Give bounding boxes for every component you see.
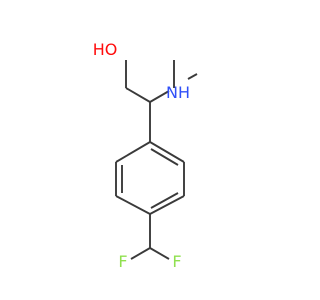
structure-canvas: HO NH F F [92, 40, 198, 271]
ring-bond-4 [115, 195, 151, 215]
molecule-drawing: HO NH F F [93, 40, 198, 271]
bond-ch2-ch [125, 87, 151, 103]
bond-c-f-left [130, 247, 151, 260]
bond-ch-n [149, 90, 170, 103]
bond-c-f-right [149, 247, 170, 260]
ring-bond-6 [115, 141, 151, 163]
atom-labels: HO NH F F [93, 40, 190, 271]
hydroxyl-label: HO [93, 40, 118, 59]
bonds [115, 60, 198, 260]
ring-double-bond-1 [150, 148, 179, 166]
fluorine-left-label: F [118, 252, 127, 271]
ring-bond-3 [149, 195, 185, 215]
bond-n-methyl [187, 73, 198, 80]
ring-bond-1 [149, 141, 185, 163]
ring-double-bond-2 [150, 192, 179, 209]
fluorine-right-label: F [172, 252, 181, 271]
amine-label: NH [166, 83, 190, 102]
